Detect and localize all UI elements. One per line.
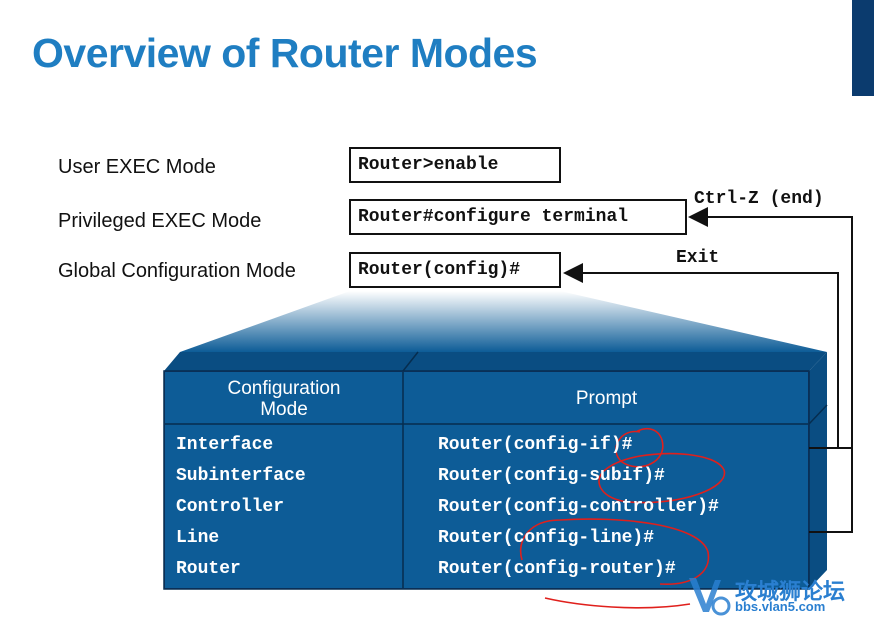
user-command-box: Router>enable xyxy=(349,147,561,183)
prompt-cell: Router(config-line)# xyxy=(438,528,655,548)
funnel-shape xyxy=(180,291,827,352)
table-right-face xyxy=(809,352,827,589)
header-configuration-mode: Configuration Mode xyxy=(227,377,341,420)
prompt-cell: Router(config-if)# xyxy=(438,435,633,455)
prompt-cell: Router(config-router)# xyxy=(438,559,676,579)
table-row: Subinterface Router(config-subif)# xyxy=(165,462,810,493)
red-annotations xyxy=(519,427,726,609)
global-config-command-box: Router(config)# xyxy=(349,252,561,288)
mode-cell: Line xyxy=(176,528,220,548)
global-config-mode-label: Global Configuration Mode xyxy=(58,260,296,282)
table-top-face xyxy=(164,352,827,371)
exit-label: Exit xyxy=(676,248,720,268)
table-front-face xyxy=(163,370,810,590)
mode-cell: Controller xyxy=(176,497,285,517)
mode-cell: Subinterface xyxy=(176,466,306,486)
watermark: 攻城狮论坛 bbs.vlan5.com xyxy=(685,572,873,622)
slide-title: Overview of Router Modes xyxy=(32,30,538,76)
config-mode-table: Configuration Mode Prompt Interface Rout… xyxy=(164,371,809,589)
exit-arrow xyxy=(563,263,839,448)
privileged-command-box: Router#configure terminal xyxy=(349,199,687,235)
mode-cell: Interface xyxy=(176,435,274,455)
mode-cell: Router xyxy=(176,559,241,579)
ctrl-z-arrow xyxy=(688,207,853,449)
prompt-cell: Router(config-controller)# xyxy=(438,497,719,517)
privileged-exec-mode-label: Privileged EXEC Mode xyxy=(58,210,262,232)
prompt-cell: Router(config-subif)# xyxy=(438,466,665,486)
corner-logo xyxy=(852,0,874,96)
table-row: Controller Router(config-controller)# xyxy=(165,493,810,524)
table-row: Line Router(config-line)# xyxy=(165,524,810,555)
table-row: Router Router(config-router)# xyxy=(165,555,810,586)
watermark-cn-text: 攻城狮论坛 xyxy=(735,579,846,604)
user-exec-mode-label: User EXEC Mode xyxy=(58,156,216,178)
watermark-url: bbs.vlan5.com xyxy=(735,599,826,614)
ctrl-z-label: Ctrl-Z (end) xyxy=(694,189,824,209)
vlan5-logo-icon xyxy=(689,578,731,616)
table-row: Interface Router(config-if)# xyxy=(165,431,810,462)
header-prompt: Prompt xyxy=(575,388,638,409)
